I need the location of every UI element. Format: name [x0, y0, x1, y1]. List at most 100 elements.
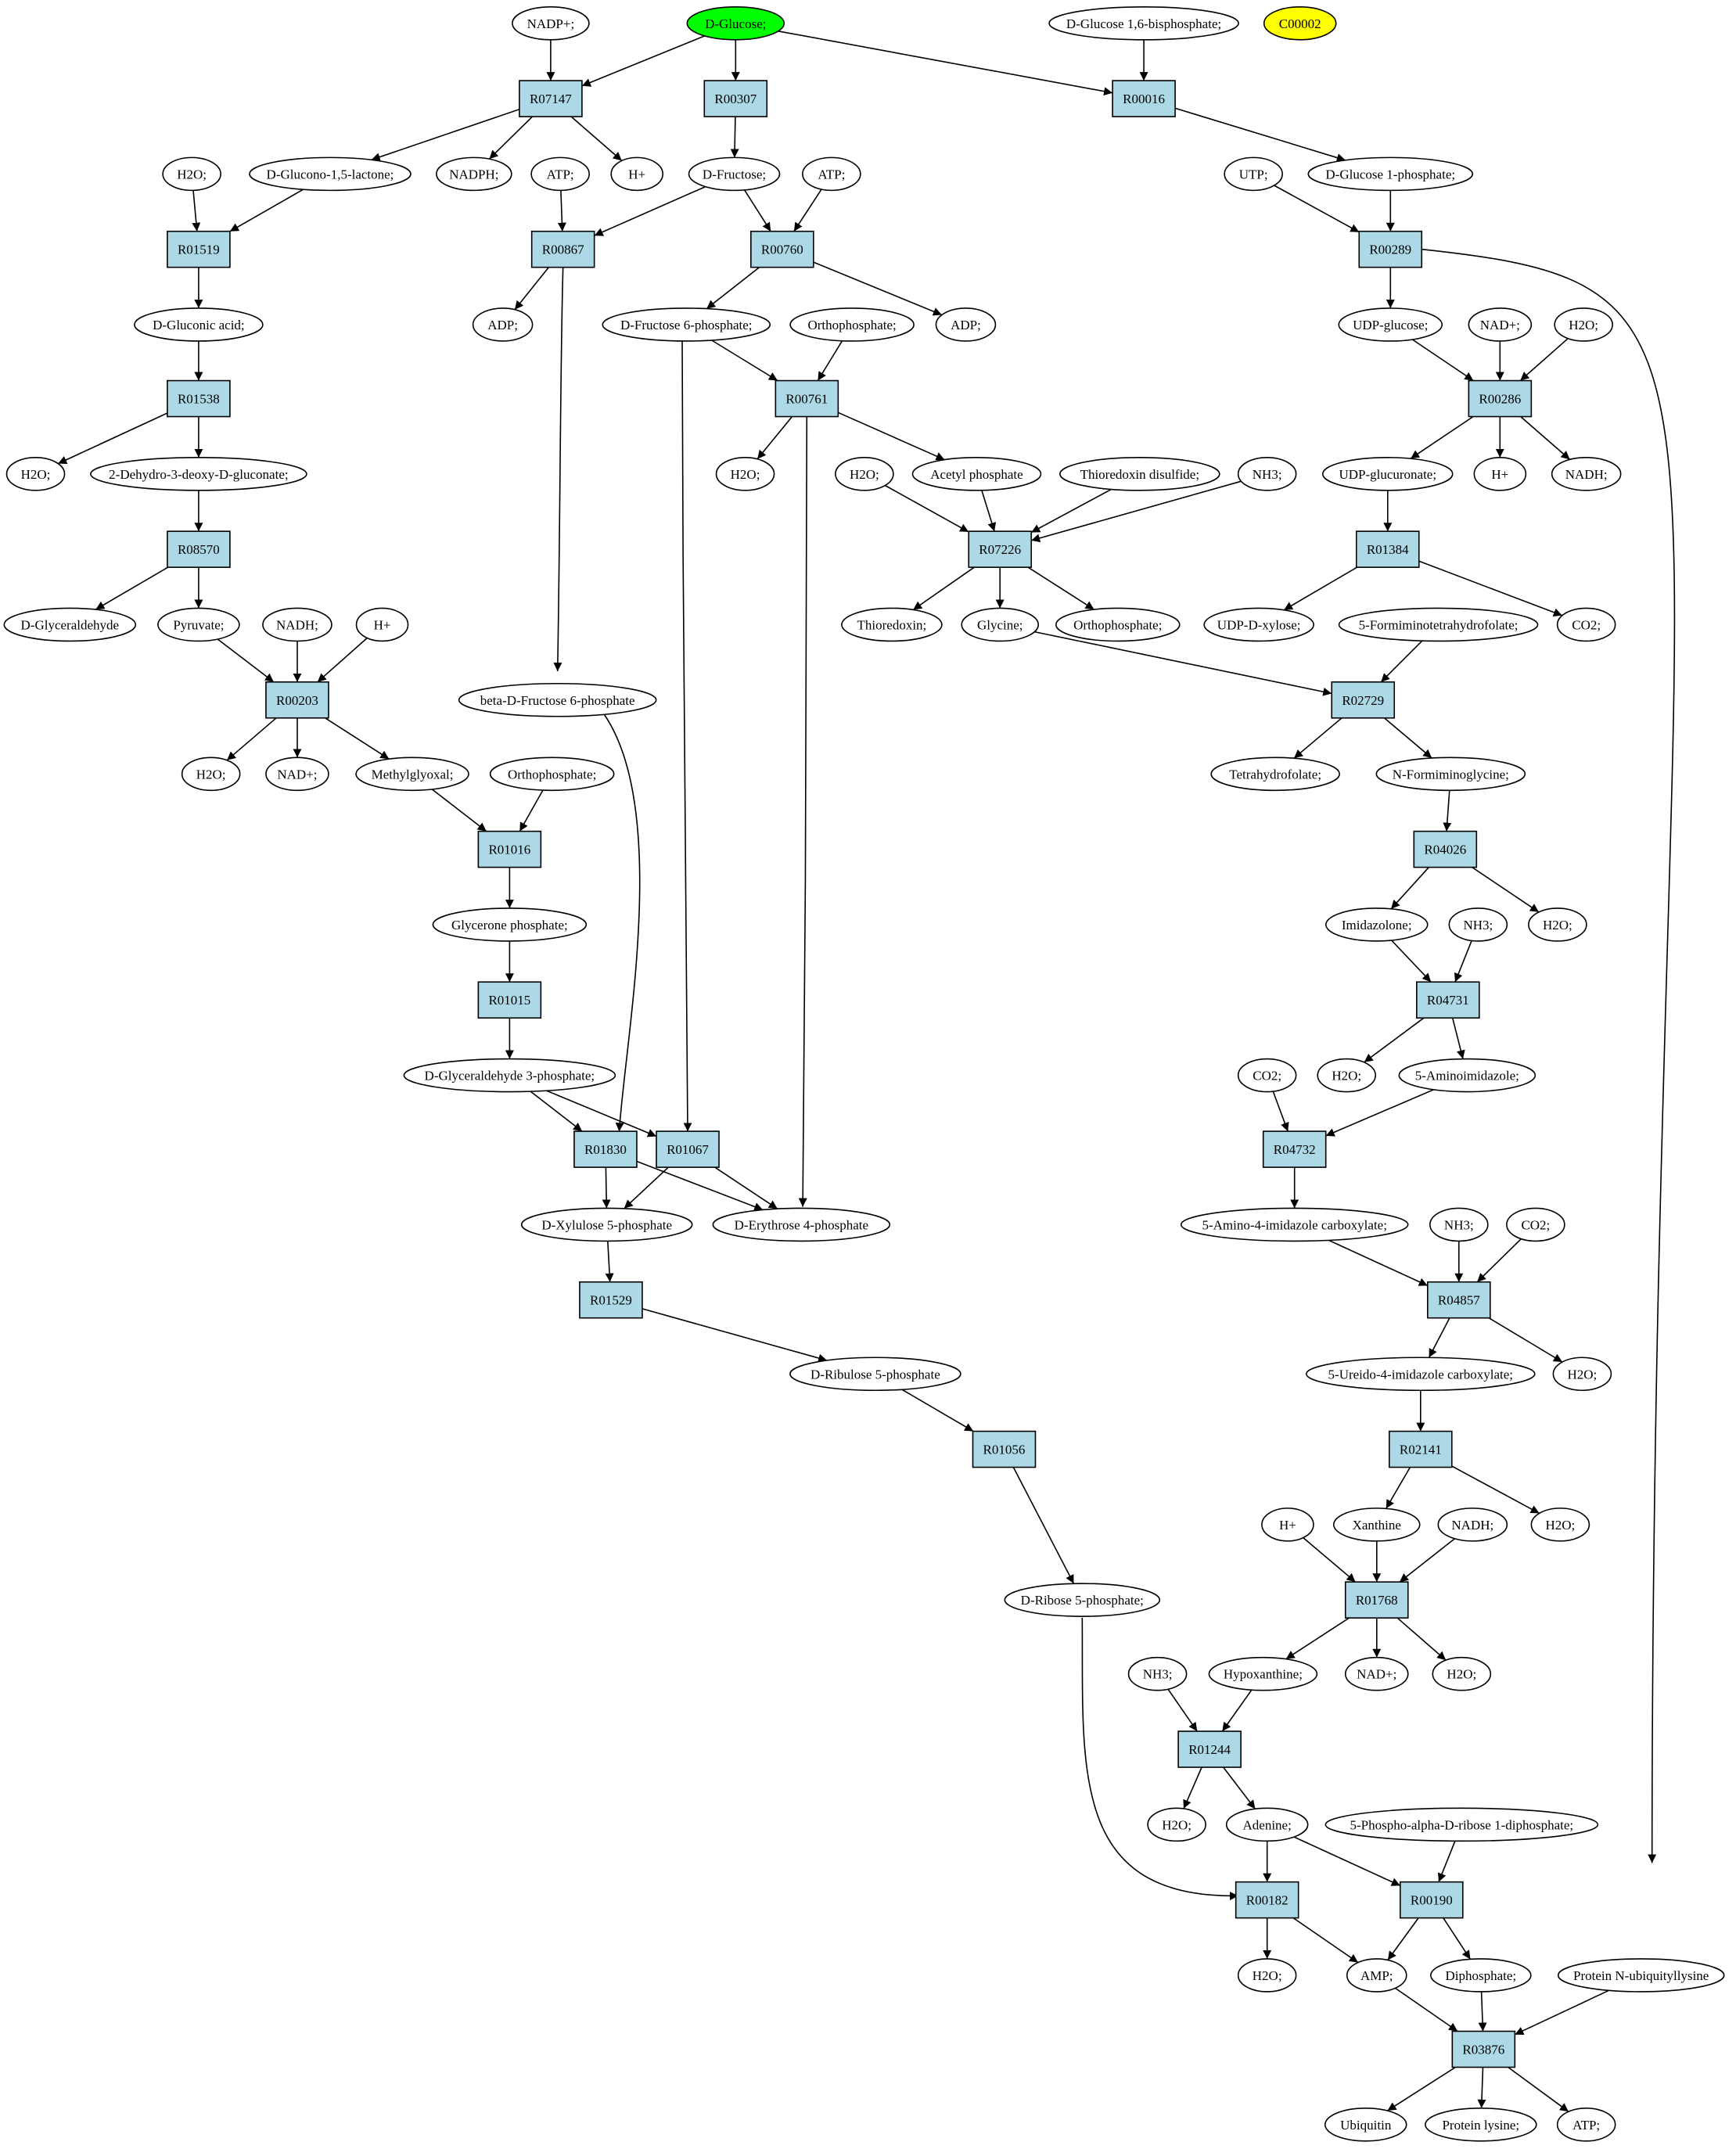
compound-node[interactable]: UDP-glucuronate; — [1321, 457, 1454, 491]
compound-node[interactable]: Glycine; — [961, 607, 1040, 642]
reaction-node[interactable]: R00289 — [1358, 230, 1423, 268]
compound-node[interactable]: NAD+; — [1344, 1656, 1409, 1691]
compound-node[interactable]: D-Ribose 5-phosphate; — [1004, 1583, 1161, 1617]
compound-node[interactable]: UTP; — [1224, 156, 1283, 192]
reaction-node[interactable]: R01830 — [573, 1130, 638, 1168]
compound-node[interactable]: UDP-D-xylose; — [1203, 607, 1314, 642]
reaction-node[interactable]: R01538 — [167, 379, 231, 418]
compound-node[interactable]: 5-Phospho-alpha-D-ribose 1-diphosphate; — [1324, 1807, 1599, 1842]
compound-node[interactable]: Adenine; — [1225, 1807, 1309, 1842]
compound-node[interactable]: Protein lysine; — [1425, 2108, 1537, 2142]
compound-node[interactable]: H+ — [355, 607, 409, 642]
compound-node[interactable]: ATP; — [530, 156, 590, 192]
reaction-node[interactable]: R02729 — [1331, 681, 1396, 719]
compound-node[interactable]: Glycerone phosphate; — [432, 907, 588, 942]
compound-node[interactable]: NH3; — [1237, 457, 1297, 491]
reaction-node[interactable]: R01384 — [1355, 530, 1420, 568]
reaction-node[interactable]: R00203 — [265, 681, 329, 719]
compound-node[interactable]: H2O; — [835, 457, 894, 491]
compound-node[interactable]: H2O; — [1552, 1357, 1612, 1392]
compound-node[interactable]: Imidazolone; — [1324, 907, 1429, 942]
reaction-node[interactable]: R04857 — [1427, 1281, 1491, 1319]
compound-node[interactable]: H2O; — [162, 156, 221, 192]
compound-node[interactable]: ATP; — [802, 156, 861, 192]
reaction-node[interactable]: R00016 — [1112, 80, 1176, 117]
compound-node[interactable]: H+ — [1261, 1508, 1314, 1542]
compound-node[interactable]: H2O; — [715, 457, 775, 491]
compound-node[interactable]: Protein N-ubiquityllysine — [1557, 1958, 1725, 1993]
compound-node[interactable]: 5-Amino-4-imidazole carboxylate; — [1180, 1207, 1409, 1242]
compound-node[interactable]: Xanthine — [1332, 1508, 1421, 1542]
compound-node[interactable]: Hypoxanthine; — [1208, 1656, 1318, 1691]
compound-node[interactable]: D-Ribulose 5-phosphate — [789, 1357, 961, 1392]
compound-node[interactable]: D-Xylulose 5-phosphate — [520, 1207, 693, 1242]
compound-node[interactable]: CO2; — [1506, 1207, 1565, 1242]
compound-node[interactable]: NADH; — [1551, 457, 1622, 491]
reaction-node[interactable]: R00760 — [750, 230, 814, 268]
compound-node[interactable]: AMP; — [1346, 1958, 1407, 1993]
compound-node[interactable]: UDP-glucose; — [1338, 307, 1443, 342]
compound-node[interactable]: H2O; — [1528, 907, 1587, 942]
compound-node[interactable]: D-Glucose 1-phosphate; — [1307, 156, 1474, 192]
compound-node[interactable]: Pyruvate; — [157, 607, 240, 642]
compound-node[interactable]: Orthophosphate; — [1055, 607, 1181, 642]
compound-node[interactable]: 2-Dehydro-3-deoxy-D-gluconate; — [90, 457, 307, 491]
compound-node[interactable]: NAD+; — [265, 756, 329, 792]
compound-node[interactable]: H2O; — [1530, 1508, 1590, 1542]
reaction-node[interactable]: R00190 — [1399, 1881, 1464, 1919]
compound-node[interactable]: D-Erythrose 4-phosphate — [712, 1207, 891, 1242]
compound-node[interactable]: ADP; — [472, 307, 534, 342]
compound-node[interactable]: H2O; — [181, 756, 241, 792]
compound-node[interactable]: H2O; — [1147, 1807, 1206, 1842]
compound-node[interactable]: H2O; — [1432, 1656, 1492, 1691]
reaction-node[interactable]: R04732 — [1262, 1130, 1327, 1168]
compound-node[interactable]: H2O; — [1237, 1958, 1297, 1993]
compound-node[interactable]: D-Fructose 6-phosphate; — [602, 307, 771, 342]
compound-node[interactable]: ADP; — [935, 307, 997, 342]
reaction-node[interactable]: R00761 — [775, 379, 839, 418]
reaction-node[interactable]: R01016 — [477, 830, 542, 868]
compound-node[interactable]: Ubiquitin — [1324, 2108, 1407, 2142]
compound-node[interactable]: beta-D-Fructose 6-phosphate — [458, 682, 657, 717]
compound-node[interactable]: NH3; — [1127, 1656, 1188, 1691]
compound-node[interactable]: 5-Aminoimidazole; — [1398, 1058, 1537, 1093]
compound-node[interactable]: NADH; — [262, 607, 332, 642]
compound-node[interactable]: NH3; — [1448, 907, 1508, 942]
compound-node[interactable]: H2O; — [5, 457, 66, 491]
reaction-node[interactable]: R07226 — [968, 530, 1033, 568]
compound-node[interactable]: C00002 — [1263, 5, 1337, 41]
reaction-node[interactable]: R08570 — [167, 530, 231, 568]
reaction-node[interactable]: R00307 — [703, 80, 768, 117]
compound-node[interactable]: NADH; — [1437, 1508, 1508, 1542]
reaction-node[interactable]: R04026 — [1413, 830, 1478, 868]
compound-node[interactable]: D-Glucose; — [686, 5, 785, 41]
compound-node[interactable]: Orthophosphate; — [789, 307, 915, 342]
compound-node[interactable]: D-Glyceraldehyde — [3, 607, 137, 642]
compound-node[interactable]: 5-Ureido-4-imidazole carboxylate; — [1305, 1357, 1536, 1392]
compound-node[interactable]: ATP; — [1556, 2108, 1616, 2142]
compound-node[interactable]: Tetrahydrofolate; — [1210, 756, 1340, 792]
compound-node[interactable]: D-Gluconic acid; — [134, 307, 264, 342]
compound-node[interactable]: D-Glucono-1,5-lactone; — [249, 156, 412, 192]
compound-node[interactable]: NADPH; — [436, 156, 512, 192]
compound-node[interactable]: 5-Formiminotetrahydrofolate; — [1338, 607, 1539, 642]
reaction-node[interactable]: R04731 — [1416, 981, 1480, 1019]
compound-node[interactable]: D-Glucose 1,6-bisphosphate; — [1048, 5, 1239, 41]
compound-node[interactable]: Orthophosphate; — [489, 756, 615, 792]
reaction-node[interactable]: R01015 — [477, 981, 542, 1019]
compound-node[interactable]: H2O; — [1554, 307, 1613, 342]
compound-node[interactable]: H+ — [610, 156, 664, 192]
compound-node[interactable]: CO2; — [1237, 1058, 1297, 1093]
reaction-node[interactable]: R01067 — [656, 1130, 720, 1168]
reaction-node[interactable]: R03876 — [1451, 2030, 1516, 2068]
reaction-node[interactable]: R00182 — [1235, 1881, 1299, 1919]
reaction-node[interactable]: R01529 — [579, 1281, 643, 1319]
compound-node[interactable]: D-Fructose; — [688, 156, 781, 192]
compound-node[interactable]: Thioredoxin disulfide; — [1059, 457, 1220, 491]
reaction-node[interactable]: R00286 — [1468, 379, 1533, 418]
compound-node[interactable]: N-Formiminoglycine; — [1375, 756, 1526, 792]
compound-node[interactable]: Thioredoxin; — [841, 607, 943, 642]
compound-node[interactable]: H+ — [1473, 457, 1527, 491]
compound-node[interactable]: NAD+; — [1468, 307, 1533, 342]
compound-node[interactable]: D-Glyceraldehyde 3-phosphate; — [403, 1058, 616, 1093]
